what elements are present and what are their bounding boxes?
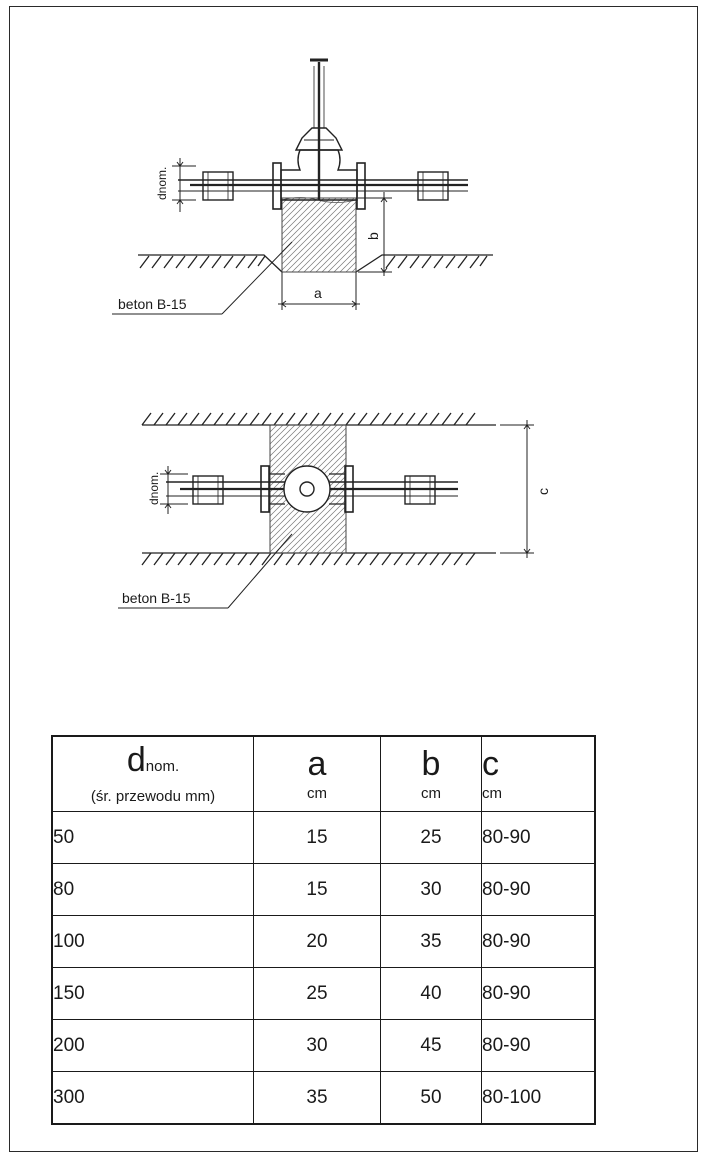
- valve-assembly-top: [166, 465, 458, 513]
- cell-c: 80-90: [481, 863, 596, 916]
- cell-dnom: 200: [51, 1019, 254, 1072]
- cell-a: 25: [253, 967, 381, 1020]
- dim-dnom-side: [172, 158, 196, 212]
- pipe-coupling-right: [417, 171, 449, 201]
- valve-flange-right-top: [344, 465, 354, 513]
- cell-a: 35: [253, 1071, 381, 1125]
- pipe-coupling-left: [202, 171, 234, 201]
- cell-b: 35: [380, 915, 482, 968]
- header-b: b cm: [380, 735, 482, 812]
- cell-c: 80-90: [481, 915, 596, 968]
- cell-b: 40: [380, 967, 482, 1020]
- header-dnom: dnom. (śr. przewodu mm): [51, 735, 254, 812]
- page-frame: [9, 6, 698, 1152]
- label-a: a: [314, 285, 322, 301]
- cell-dnom: 300: [51, 1071, 254, 1125]
- wall-upper: [141, 412, 496, 426]
- dim-c: [500, 420, 534, 558]
- cell-c: 80-100: [481, 1071, 596, 1125]
- cell-c: 80-90: [481, 811, 596, 864]
- cell-a: 30: [253, 1019, 381, 1072]
- cell-dnom: 150: [51, 967, 254, 1020]
- label-c: c: [535, 488, 551, 495]
- label-dnom-side: dnom.: [155, 167, 169, 200]
- top-view: dnom. c beton B-15: [118, 412, 551, 609]
- label-dnom-top: dnom.: [147, 472, 161, 505]
- header-c-symbol: c: [482, 744, 499, 783]
- ground-line: [138, 254, 493, 273]
- valve-handwheel: [283, 465, 331, 513]
- drawings: dnom. b a beton B-15: [112, 58, 551, 609]
- callout-leader-side: [112, 241, 293, 315]
- cell-c: 80-90: [481, 967, 596, 1020]
- side-view: dnom. b a beton B-15: [112, 58, 493, 315]
- cell-b: 25: [380, 811, 482, 864]
- cell-b: 45: [380, 1019, 482, 1072]
- cell-dnom: 50: [51, 811, 254, 864]
- header-a: a cm: [253, 735, 381, 812]
- valve-flange-left-top: [260, 465, 270, 513]
- table-row: 50 15 25 80-90: [51, 811, 596, 864]
- table-row: 200 30 45 80-90: [51, 1019, 596, 1072]
- table-row: 80 15 30 80-90: [51, 863, 596, 916]
- dim-b: [358, 192, 392, 276]
- table-header-row: dnom. (śr. przewodu mm) a cm b cm c cm: [51, 735, 596, 812]
- label-concrete-side: beton B-15: [118, 296, 187, 312]
- header-dnom-subscript: nom.: [145, 758, 180, 775]
- label-concrete-top: beton B-15: [122, 590, 191, 606]
- concrete-block: [281, 197, 357, 273]
- valve-assembly: [178, 58, 468, 210]
- cell-b: 50: [380, 1071, 482, 1125]
- wall-lower: [141, 552, 496, 566]
- header-b-unit: cm: [421, 784, 441, 802]
- header-a-symbol: a: [307, 744, 327, 783]
- cell-c: 80-90: [481, 1019, 596, 1072]
- pipe-coupling-right-top: [404, 475, 436, 505]
- table-row: 100 20 35 80-90: [51, 915, 596, 968]
- header-b-symbol: b: [421, 744, 441, 783]
- cell-b: 30: [380, 863, 482, 916]
- header-a-unit: cm: [307, 784, 327, 802]
- header-dnom-letter: d: [126, 741, 146, 779]
- callout-leader-top: [118, 533, 293, 609]
- cell-a: 15: [253, 811, 381, 864]
- cell-a: 15: [253, 863, 381, 916]
- cell-a: 20: [253, 915, 381, 968]
- header-c: c cm: [481, 735, 596, 812]
- table-row: 150 25 40 80-90: [51, 967, 596, 1020]
- table-row: 300 35 50 80-100: [51, 1071, 596, 1125]
- cell-dnom: 80: [51, 863, 254, 916]
- label-b: b: [365, 232, 381, 240]
- dim-a: [278, 272, 360, 310]
- cell-dnom: 100: [51, 915, 254, 968]
- header-c-unit: cm: [482, 784, 502, 802]
- valve-bonnet: [294, 127, 344, 151]
- dimension-table: dnom. (śr. przewodu mm) a cm b cm c cm 5…: [51, 735, 596, 1125]
- pipe-coupling-left-top: [192, 475, 224, 505]
- header-dnom-symbol: dnom.: [53, 743, 253, 784]
- dim-dnom-top: [160, 466, 188, 514]
- header-dnom-unit: (śr. przewodu mm): [90, 788, 216, 805]
